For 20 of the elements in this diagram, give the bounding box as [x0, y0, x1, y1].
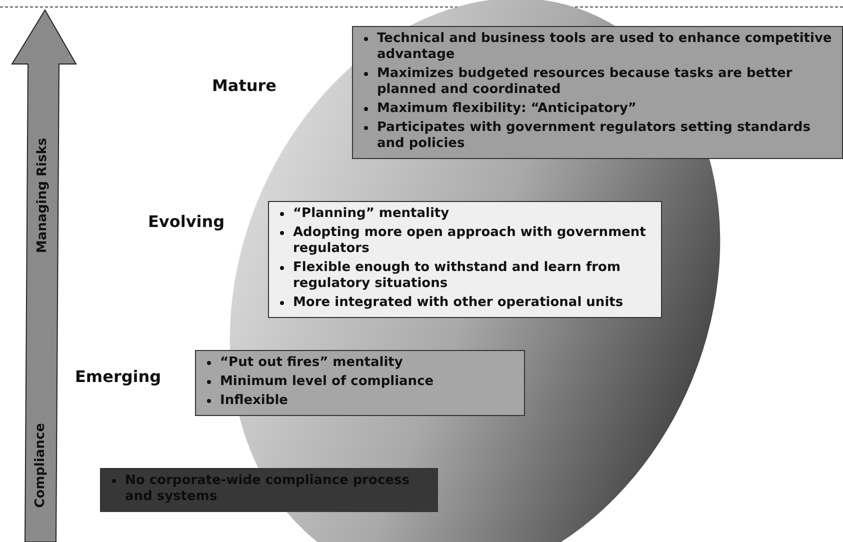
stage-label: Evolving	[148, 212, 225, 231]
baseline-box	[100, 468, 438, 512]
mature-box	[352, 26, 843, 159]
emerging-box	[195, 350, 525, 416]
bullet-item: “Put out fires” mentality	[220, 355, 404, 371]
bullet-item: Inflexible	[220, 393, 289, 409]
stage-label: Emerging	[75, 367, 162, 386]
axis-label: Compliance	[32, 422, 48, 508]
bullet-item: Adopting more open approach with government regulators	[293, 225, 647, 257]
evolving-box	[268, 201, 662, 318]
bullet-item: Participates with government regulators setting standards and policies	[377, 120, 812, 152]
bullet-item: Maximizes budgeted resources because tasks are better planned and coordinated	[377, 66, 794, 98]
bullet-item: “Planning” mentality	[293, 206, 450, 222]
stage-label: Mature	[212, 76, 276, 95]
bullet-item: Minimum level of compliance	[220, 374, 435, 390]
bullet-item: Maximum flexibility: “Anticipatory”	[377, 101, 638, 117]
bullet-item: Technical and business tools are used to enhance competitive advantage	[377, 31, 833, 63]
bullet-item: More integrated with other operational units	[293, 295, 624, 311]
axis-label: Managing Risks	[34, 137, 50, 253]
bullet-item: Flexible enough to withstand and learn from regulatory situations	[293, 260, 622, 292]
